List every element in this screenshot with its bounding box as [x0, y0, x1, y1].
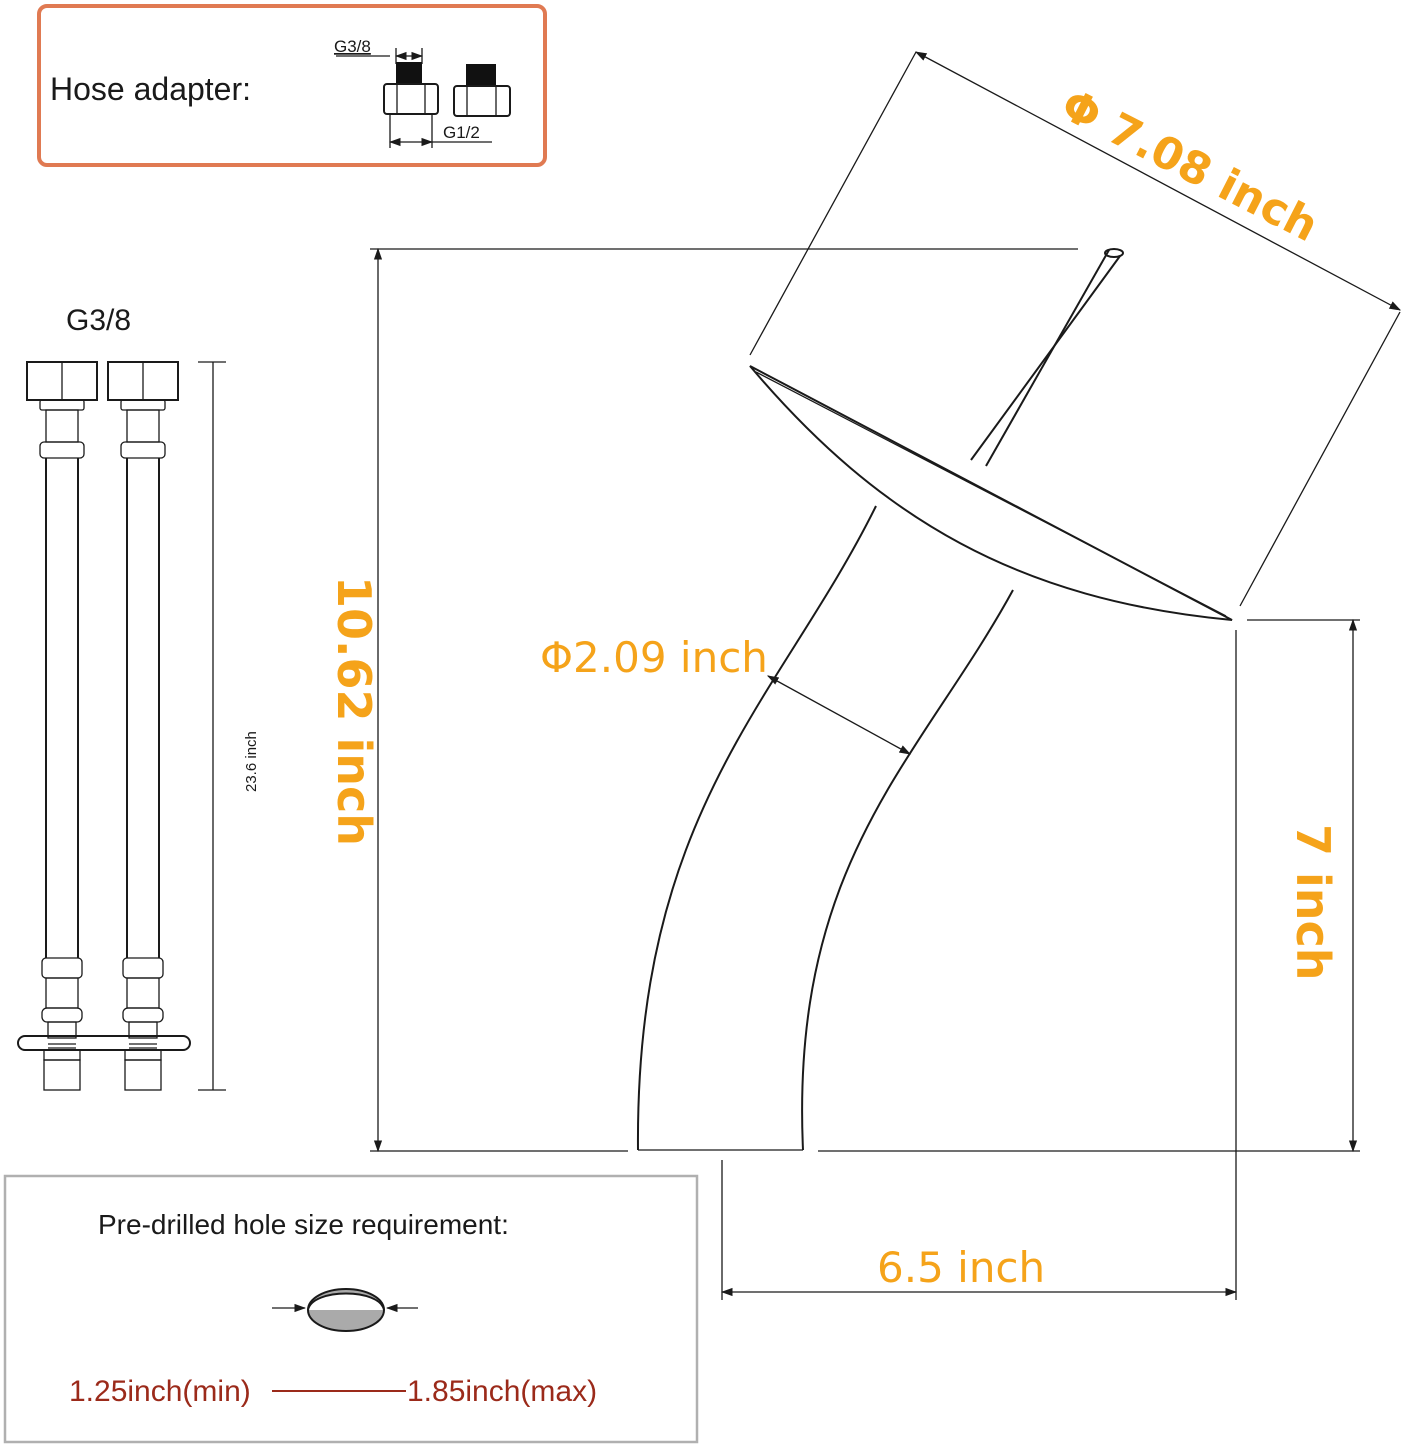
hole-min-label: 1.25inch(min)	[69, 1375, 251, 1408]
hose-right	[107, 361, 179, 1091]
mounting-plate	[17, 1035, 191, 1051]
spout-height-label: 7 inch	[1286, 824, 1340, 981]
hose-adapter-box	[37, 4, 547, 167]
total-height-label: 10.62 inch	[327, 576, 381, 846]
adapter-icon-left	[383, 62, 439, 115]
hose-thread-label: G3/8	[66, 304, 131, 337]
hole-requirement-title: Pre-drilled hole size requirement:	[98, 1209, 509, 1240]
adapter-top-thread-label: G3/8	[334, 37, 371, 56]
hose-length-label: 23.6 inch	[243, 731, 260, 792]
spout-diameter-label: Φ 7.08 inch	[1053, 79, 1326, 252]
hole-icon	[307, 1288, 385, 1332]
dimension-lines	[370, 51, 1402, 1300]
hose-adapter-title: Hose adapter:	[50, 71, 251, 107]
hoses-group: G3/8	[17, 304, 260, 1091]
faucet-outline	[636, 248, 1233, 1151]
reach-label: 6.5 inch	[877, 1243, 1045, 1292]
body-diameter-label: Φ2.09 inch	[540, 633, 768, 682]
hose-left	[26, 361, 98, 1091]
hose-adapter-panel: Hose adapter: G3/8 G1/2	[37, 4, 547, 167]
hole-requirement-panel: Pre-drilled hole size requirement: 1.25i…	[3, 1174, 699, 1444]
adapter-bottom-thread-label: G1/2	[443, 123, 480, 142]
adapter-icon-right	[453, 64, 511, 117]
hole-max-label: 1.85inch(max)	[407, 1375, 597, 1408]
hole-requirement-box	[3, 1174, 699, 1444]
